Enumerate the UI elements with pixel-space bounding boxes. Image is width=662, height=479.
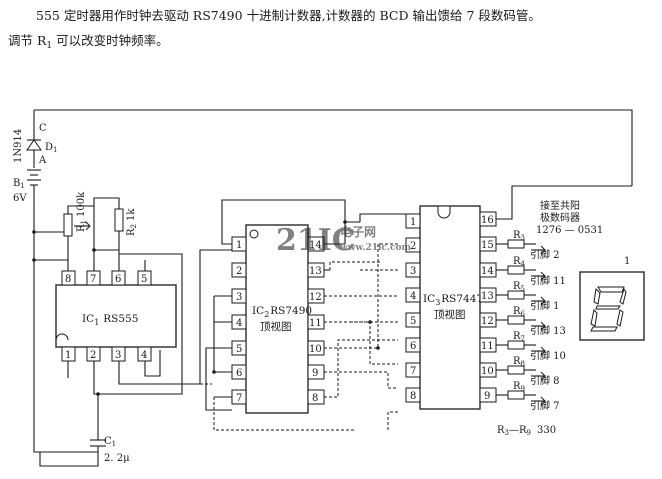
svg-text:2: 2: [410, 241, 416, 252]
svg-text:2. 2μ: 2. 2μ: [104, 453, 130, 464]
ic1-wiring: R1100k R21k C1 2. 2μ: [32, 191, 232, 464]
ic2-pins: 1 2 3 4 5 6 7 14 13 12 11 10 9 8: [231, 236, 325, 405]
svg-text:D1: D1: [45, 142, 58, 154]
svg-text:4: 4: [141, 350, 147, 361]
svg-text:引脚 10: 引脚 10: [530, 349, 566, 362]
svg-text:1: 1: [65, 350, 71, 361]
diode-d1: C D1 A 1N914: [13, 123, 58, 168]
svg-text:7: 7: [236, 393, 242, 404]
svg-text:引脚 11: 引脚 11: [530, 274, 566, 287]
svg-text:7: 7: [90, 274, 96, 285]
ic2-label: IC2RS7490: [252, 305, 312, 319]
ic3-vcc-wire: [496, 185, 632, 220]
svg-text:2: 2: [236, 266, 242, 277]
svg-text:10: 10: [481, 366, 494, 377]
svg-text:8: 8: [410, 391, 416, 402]
svg-text:C1: C1: [104, 436, 116, 448]
svg-text:R4: R4: [513, 256, 526, 268]
svg-text:3: 3: [115, 350, 121, 361]
svg-text:9: 9: [484, 391, 490, 402]
svg-text:3: 3: [410, 266, 416, 277]
svg-text:2: 2: [90, 350, 96, 361]
svg-text:A: A: [38, 155, 47, 166]
display-note-1: 接至共阳: [540, 199, 580, 212]
svg-text:16: 16: [481, 215, 494, 226]
svg-text:1N914: 1N914: [13, 129, 24, 163]
ic2-wiring: [200, 199, 380, 431]
svg-text:B1: B1: [13, 178, 25, 190]
ic1-rs555: [55, 284, 177, 348]
output-resistors: [496, 239, 546, 406]
svg-text:C: C: [39, 123, 47, 134]
svg-text:5: 5: [410, 316, 416, 327]
ic3-view: 顶视图: [434, 308, 466, 321]
svg-text:www.21ic.com: www.21ic.com: [339, 243, 412, 253]
svg-text:8: 8: [312, 393, 318, 404]
svg-text:引脚 1: 引脚 1: [530, 299, 560, 312]
svg-text:R9: R9: [513, 381, 525, 393]
svg-text:R6: R6: [513, 306, 526, 318]
battery-b1: B1 6V: [13, 169, 41, 206]
svg-text:21IC: 21IC: [276, 223, 356, 258]
display-note-2: 极数码器: [540, 211, 580, 224]
svg-text:5: 5: [141, 274, 147, 285]
ic3-label: IC3RS7447: [423, 293, 483, 307]
svg-text:9: 9: [312, 368, 318, 379]
svg-text:11: 11: [309, 318, 322, 329]
svg-text:4: 4: [410, 291, 416, 302]
svg-text:10: 10: [309, 344, 322, 355]
svg-text:引脚 2: 引脚 2: [530, 248, 560, 261]
svg-text:R1100k: R1100k: [76, 191, 88, 232]
ic3-rs7447: [419, 205, 481, 410]
svg-text:11: 11: [481, 341, 494, 352]
svg-text:15: 15: [481, 240, 494, 251]
svg-text:R21k: R21k: [126, 208, 138, 236]
svg-text:引脚 8: 引脚 8: [530, 374, 560, 387]
display-pin-1: 1: [624, 256, 630, 267]
watermark: 21IC 电子网 www.21ic.com: [276, 223, 412, 258]
svg-text:引脚 7: 引脚 7: [530, 399, 560, 412]
svg-text:电子网: 电子网: [340, 224, 376, 239]
svg-text:7: 7: [410, 366, 416, 377]
display-part-number: 1276 — 0531: [536, 225, 603, 236]
supply-rails: [33, 109, 633, 467]
svg-text:14: 14: [481, 266, 494, 277]
svg-text:12: 12: [309, 292, 322, 303]
svg-text:12: 12: [481, 316, 494, 327]
svg-text:6: 6: [236, 368, 242, 379]
ic3-pins: 1 2 3 4 5 6 7 8 16 15 14 13 12 11 10 9: [405, 211, 497, 403]
svg-text:R7: R7: [513, 331, 525, 343]
svg-text:6V: 6V: [13, 193, 27, 204]
svg-text:3: 3: [236, 292, 242, 303]
svg-text:R8: R8: [513, 356, 525, 368]
seven-segment-display: [579, 271, 645, 341]
svg-text:5: 5: [236, 344, 242, 355]
svg-text:1: 1: [236, 240, 242, 251]
caption-line-1: 555 定时器用作时钟去驱动 RS7490 十进制计数器,计数器的 BCD 输出…: [36, 8, 541, 23]
ic1-pins: 8 7 6 5 1 2 3 4: [61, 270, 152, 362]
svg-text:13: 13: [309, 266, 322, 277]
svg-text:R3: R3: [513, 230, 525, 242]
svg-text:6: 6: [410, 341, 416, 352]
bcd-bus: [324, 213, 412, 430]
ic2-view: 顶视图: [260, 320, 292, 333]
svg-text:8: 8: [65, 274, 71, 285]
svg-text:14: 14: [309, 240, 322, 251]
svg-text:4: 4: [236, 318, 242, 329]
svg-text:引脚 13: 引脚 13: [530, 324, 566, 337]
output-labels: R3 R4 R5 R6 R7 R8 R9 引脚 2 引脚 11 引脚 1 引脚 …: [513, 230, 566, 412]
svg-text:1: 1: [410, 217, 416, 228]
svg-text:6: 6: [115, 274, 121, 285]
caption-line-2: 调节 R1 可以改变时钟频率。: [8, 33, 169, 51]
svg-text:13: 13: [481, 291, 494, 302]
svg-text:R5: R5: [513, 281, 525, 293]
